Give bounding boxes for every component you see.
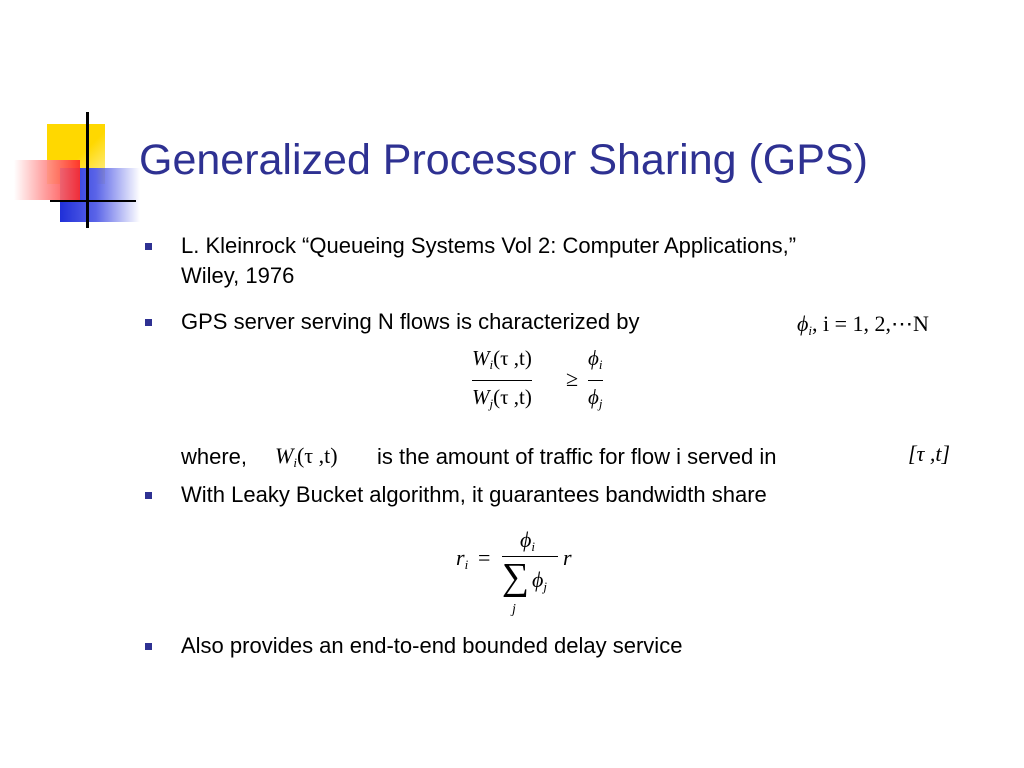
where-label: where, [181,444,248,469]
traffic-function-math: Wi(τ ,t) [275,443,338,471]
gps-characterization-text: GPS server serving N flows is characteri… [181,309,640,334]
bullet-marker [145,319,152,326]
red-square-decoration [14,160,80,200]
traffic-description-text: is the amount of traffic for flow i serv… [377,444,777,469]
inequality-operator: ≥ [566,366,579,391]
time-interval-math: [τ ,t] [908,441,951,466]
formula-rhs: r [563,545,572,570]
formula-denominator: ϕj [532,567,548,595]
fraction-bar [502,556,558,557]
reference-line-2: Wiley, 1976 [181,263,295,288]
reference-line-1: L. Kleinrock “Queueing Systems Vol 2: Co… [181,233,797,258]
formula-lhs: ri [456,545,469,573]
bullet-marker [145,643,152,650]
inequality-lhs-fraction: Wi(τ ,t) Wj(τ ,t) [472,346,532,411]
bullet-marker [145,492,152,499]
summation-index: j [512,602,516,617]
formula-equals: = [478,545,491,570]
delay-service-text: Also provides an end-to-end bounded dela… [181,633,683,658]
slide-title: Generalized Processor Sharing (GPS) [139,136,868,184]
leaky-bucket-text: With Leaky Bucket algorithm, it guarante… [181,482,767,507]
bullet-marker [145,243,152,250]
vertical-line-decoration [86,112,89,228]
summation-symbol: ∑ [502,556,530,598]
formula-numerator: ϕi [520,527,536,555]
horizontal-line-decoration [50,200,136,202]
weights-definition-math: ϕi, i = 1, 2,⋯N [797,311,929,339]
inequality-rhs-fraction: ϕi ϕj [588,346,603,411]
